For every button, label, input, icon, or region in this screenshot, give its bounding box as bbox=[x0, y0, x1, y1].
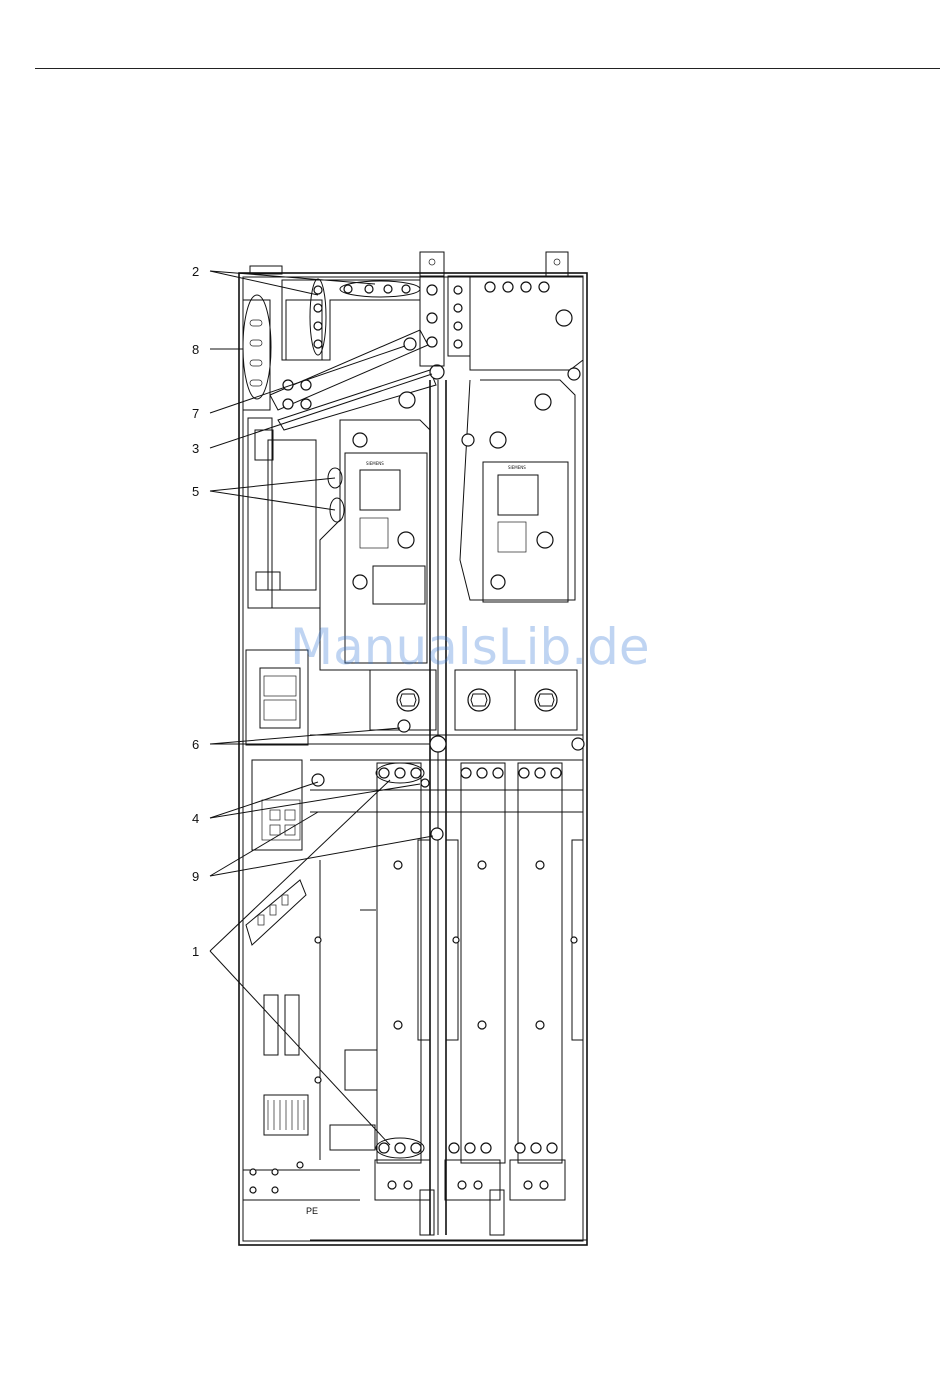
siemens-label-right: SIEMENS bbox=[508, 465, 526, 470]
callout-8: 8 bbox=[192, 343, 199, 356]
callout-1: 1 bbox=[192, 945, 199, 958]
right-module-top bbox=[460, 276, 583, 600]
callout-3: 3 bbox=[192, 442, 199, 455]
phase-busbars bbox=[315, 763, 583, 1200]
callout-7: 7 bbox=[192, 407, 199, 420]
callout-9: 9 bbox=[192, 870, 199, 883]
callout-2: 2 bbox=[192, 265, 199, 278]
watermark: ManualsLib.de bbox=[290, 618, 650, 676]
pe-label: PE bbox=[306, 1206, 318, 1216]
callout-6: 6 bbox=[192, 738, 199, 751]
power-module-right bbox=[455, 462, 577, 730]
siemens-label-left: SIEMENS bbox=[366, 461, 384, 466]
callout-4: 4 bbox=[192, 812, 199, 825]
center-busbar bbox=[420, 276, 470, 1235]
callout-5: 5 bbox=[192, 485, 199, 498]
upper-dc-bar bbox=[270, 279, 444, 430]
power-module-left bbox=[320, 392, 436, 732]
module-labels: SIEMENS SIEMENS PE bbox=[306, 461, 526, 1216]
